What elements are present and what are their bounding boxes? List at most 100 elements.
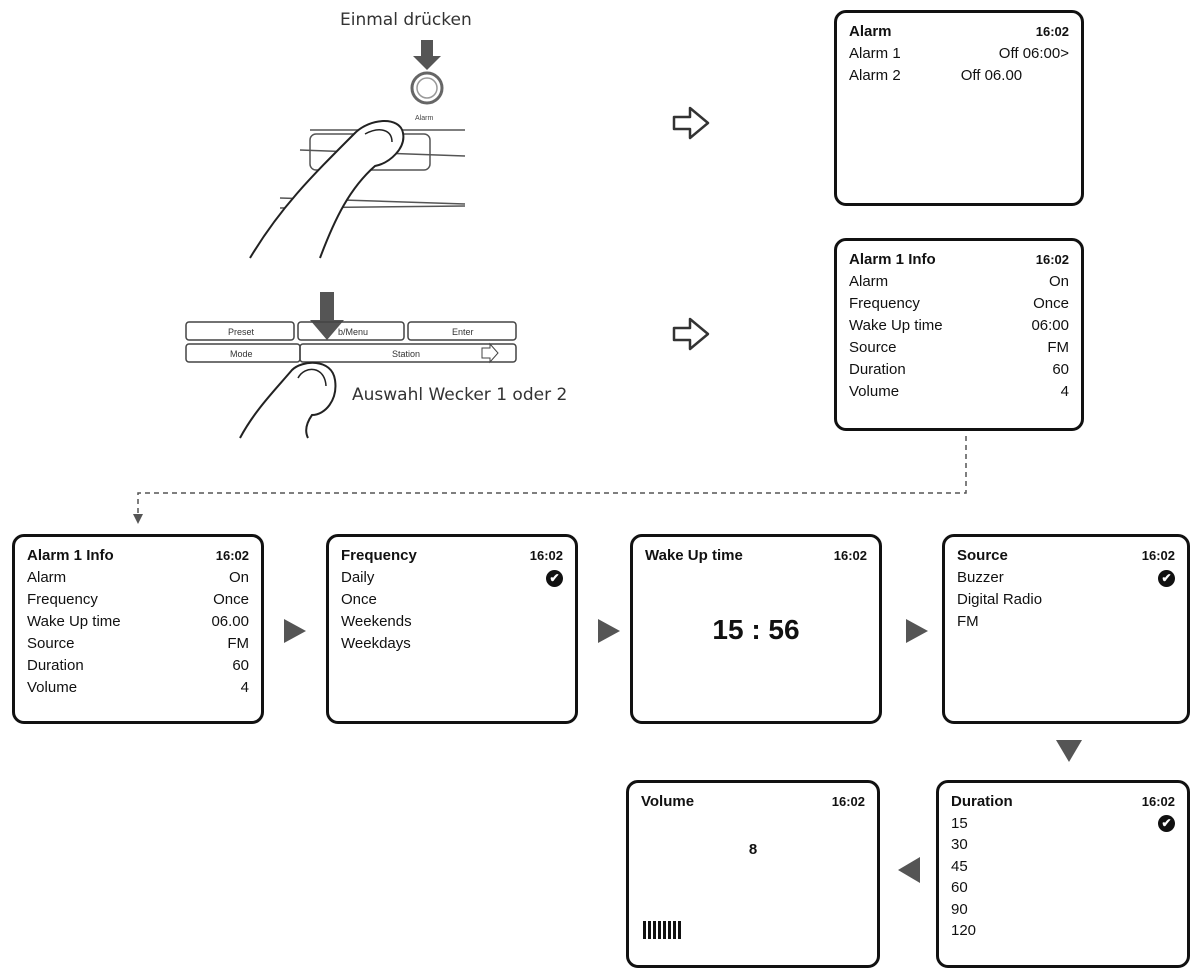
enter-button-label: Enter [452,327,474,337]
outline-arrow-right-icon [672,317,710,351]
option-label: 30 [951,836,968,853]
row-label: Duration [849,361,906,378]
screen-time: 16:02 [215,548,249,563]
option-item: Buzzer ✔ [957,567,1175,589]
menu-button-label: b/Menu [338,327,368,337]
volume-level-segment [648,921,651,939]
info-row: Duration 60 [27,655,249,677]
checkmark-icon: ✔ [546,569,563,587]
row-value: FM [1047,339,1069,356]
wakeup-time-value: 15 : 56 [712,614,800,645]
checkmark-icon: ✔ [1158,569,1175,587]
row-value: Once [1033,295,1069,312]
row-label: Volume [849,383,900,400]
row-value: 06:00 [1031,317,1069,334]
duration-screen: Duration 16:02 15 ✔ 30 45 60 90 120 [936,780,1190,968]
info-row: Alarm On [849,271,1069,293]
option-label: Digital Radio [957,591,1043,608]
volume-level-segment [643,921,646,939]
option-label: Buzzer [957,569,1004,586]
mode-button-label: Mode [230,349,253,359]
row-value: FM [227,635,249,652]
alarm-button-label: Alarm [415,115,433,122]
option-label: FM [957,613,979,630]
row-label: Alarm [849,273,889,290]
option-label: 15 [951,814,968,832]
alarm1-info-screen-top: Alarm 1 Info 16:02 Alarm On Frequency Once… [834,238,1084,431]
screen-time: 16:02 [1141,794,1175,809]
screen-time: 16:02 [1035,24,1069,39]
screen-time: 16:02 [1035,252,1069,267]
row-label: Wake Up time [849,317,943,334]
row-value: 4 [240,679,249,696]
alarm-screen: Alarm 16:02 Alarm 1 Off 06:00> Alarm 2 O… [834,10,1084,206]
screen-title: Alarm 1 Info [849,251,936,268]
row-label: Wake Up time [27,613,121,630]
info-row: Duration 60 [849,359,1069,381]
arrow-right-icon [598,619,620,643]
alarm-2-row: Alarm 2 Off 06.00 [849,65,1069,87]
option-label: Weekdays [341,635,411,652]
option-label: 45 [951,857,968,875]
row-value: 60 [1052,361,1069,378]
option-label: Daily [341,569,375,586]
option-item: 120 [951,920,1175,942]
screen-time: 16:02 [833,548,867,563]
screen-title: Alarm 1 Info [27,547,114,564]
preset-button-label: Preset [228,327,255,337]
volume-level-bar [643,921,681,939]
arrow-down-icon [1056,740,1082,762]
volume-level-segment [658,921,661,939]
row-label: Frequency [27,591,98,608]
option-item: 45 [951,856,1175,878]
volume-level-segment [663,921,666,939]
frequency-screen: Frequency 16:02 Daily✔ Once Weekends Wee… [326,534,578,724]
screen-title: Duration [951,793,1013,810]
checkmark-icon: ✔ [1158,814,1175,832]
info-row: Wake Up time 06:00 [849,315,1069,337]
screen-time: 16:02 [529,548,563,563]
row-value: Off 06.00 [960,67,1023,84]
row-label: Alarm [27,569,67,586]
source-screen: Source 16:02 Buzzer ✔ Digital Radio FM [942,534,1190,724]
press-once-caption: Einmal drücken [340,10,472,30]
option-item: Once [341,589,563,611]
row-value: 60 [232,657,249,674]
option-item: Daily ✔ [341,567,563,589]
row-value: 4 [1060,383,1069,400]
screen-title: Alarm [849,23,892,40]
option-item: 90 [951,899,1175,921]
row-value: On [228,569,249,586]
info-row: Frequency Once [849,293,1069,315]
screen-title: Source [957,547,1008,564]
option-item: 60 [951,877,1175,899]
alarm-1-row: Alarm 1 Off 06:00> [849,43,1069,65]
row-label: Duration [27,657,84,674]
row-label: Alarm 1 [849,45,901,62]
info-row: Wake Up time 06.00 [27,611,249,633]
control-bar-illustration: Preset b/Menu Enter Mode Station [185,292,517,439]
volume-value: 8 [748,841,758,858]
arrow-left-icon [898,857,920,883]
screen-title: Volume [641,793,695,810]
screen-title: Frequency [341,547,417,564]
row-value: Off 06:00> [998,45,1069,62]
info-row: Alarm On [27,567,249,589]
select-alarm-caption: Auswahl Wecker 1 oder 2 [352,385,568,405]
row-value: On [1048,273,1069,290]
option-item: 15 ✔ [951,813,1175,835]
option-item: Weekdays [341,633,563,655]
row-label: Alarm 2 [849,67,901,84]
volume-level-segment [653,921,656,939]
arrow-right-icon [284,619,306,643]
alarm-button-illustration: Alarm [249,40,466,259]
row-label: Frequency [849,295,920,312]
row-value: 06.00 [211,613,249,630]
volume-level-segment [668,921,671,939]
screen-time: 16:02 [1141,548,1175,563]
